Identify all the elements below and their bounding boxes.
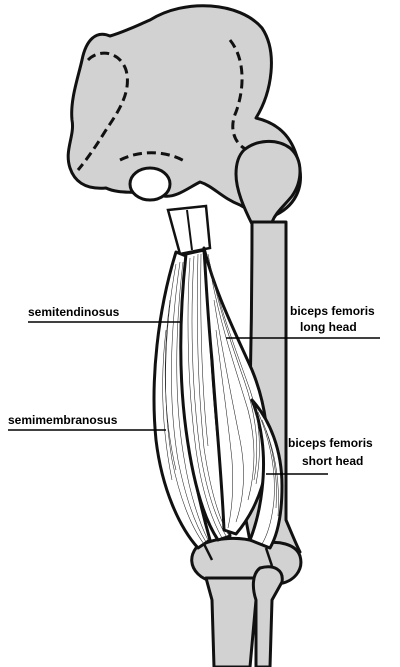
- obturator-foramen: [128, 166, 172, 202]
- label-biceps-short-line1: biceps femoris: [288, 436, 373, 450]
- distal-tendon-lateral: [264, 547, 274, 567]
- muscle-fibers: [162, 253, 279, 545]
- label-semimembranosus: semimembranosus: [8, 413, 166, 431]
- label-semitendinosus-text: semitendinosus: [28, 305, 120, 319]
- fibula: [251, 565, 284, 667]
- hamstring-muscles: [152, 204, 284, 567]
- tendon-divider: [186, 209, 193, 251]
- label-biceps-femoris-short-head: biceps femoris short head: [266, 436, 373, 475]
- label-semimembranosus-text: semimembranosus: [8, 413, 118, 427]
- label-semitendinosus: semitendinosus: [28, 305, 180, 323]
- label-biceps-short-line2: short head: [302, 454, 363, 468]
- label-biceps-long-line2: long head: [300, 320, 357, 334]
- label-biceps-long-line1: biceps femoris: [290, 304, 375, 318]
- distal-tendon-medial: [202, 543, 214, 561]
- biceps-femoris-long-head-muscle: [202, 246, 269, 536]
- greater-trochanter: [234, 140, 302, 226]
- label-biceps-femoris-long-head: biceps femoris long head: [226, 304, 380, 339]
- pelvis-contour-2: [228, 39, 249, 152]
- pelvis-contour-3: [119, 151, 187, 164]
